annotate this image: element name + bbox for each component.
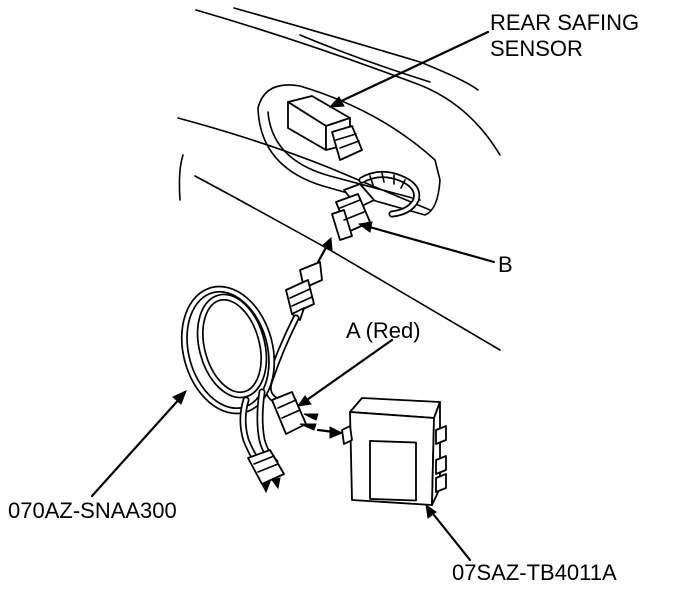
leader-lines — [90, 30, 496, 562]
connector-a-red — [271, 391, 344, 439]
test-harness-box — [341, 397, 447, 506]
label-tool-cable: 070AZ-SNAA300 — [8, 498, 177, 523]
label-b: B — [498, 252, 513, 277]
label-tool-box: 07SAZ-TB4011A — [452, 560, 617, 585]
rear-safing-sensor — [287, 95, 363, 161]
coil-end-connector — [247, 449, 285, 494]
tool-cable-coil — [180, 285, 300, 466]
label-rear-safing-sensor-line2: SENSOR — [490, 36, 583, 61]
label-rear-safing-sensor-line1: REAR SAFING — [490, 10, 640, 35]
tool-connector — [285, 261, 323, 321]
vehicle-floor-panel — [177, 7, 501, 351]
label-rear-safing-sensor: REAR SAFING SENSOR — [490, 12, 639, 60]
label-a-red: A (Red) — [346, 318, 421, 343]
connector-b — [331, 183, 375, 241]
sensor-harness — [358, 171, 421, 218]
mating-arrow — [316, 236, 333, 264]
